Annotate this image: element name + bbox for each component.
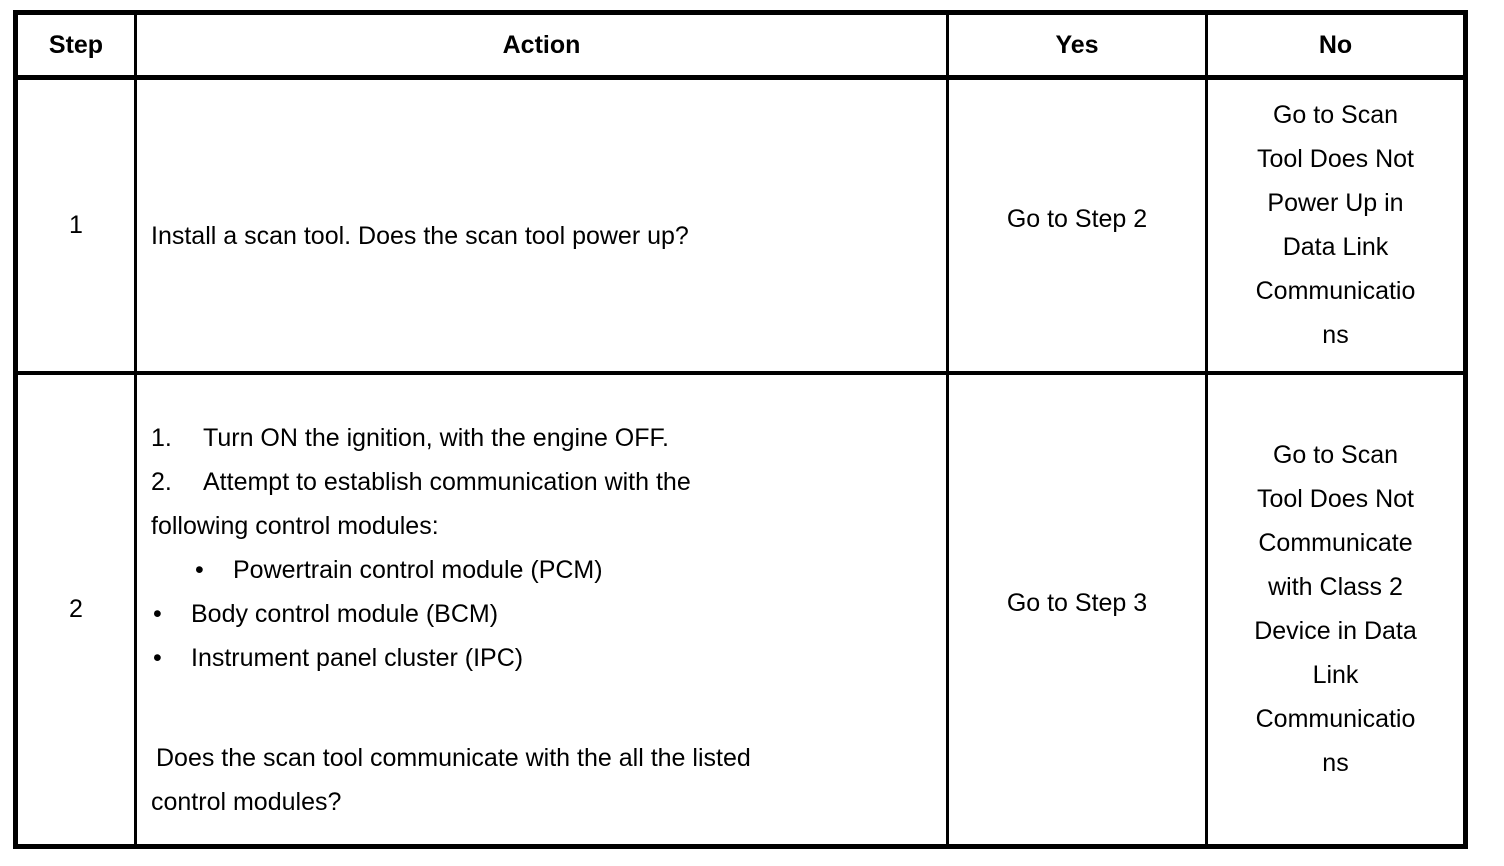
action-question-line: control modules?	[151, 788, 342, 817]
no-result-line: Go to Scan	[1272, 441, 1399, 470]
no-result-line: with Class 2	[1268, 573, 1403, 602]
list-item-text: Body control module (BCM)	[191, 600, 499, 629]
list-item-number: 2.	[151, 468, 172, 497]
yes-result-cell: Go to Step 3	[946, 371, 1208, 848]
step-number-cell: 2	[14, 371, 137, 848]
column-header-action: Action	[134, 11, 949, 80]
yes-result-text: Go to Step 3	[1006, 589, 1148, 618]
no-result-cell: Go to Scan Tool Does Not Communicate wit…	[1205, 371, 1467, 848]
action-spacer	[151, 680, 932, 736]
step-number-cell: 1	[14, 76, 137, 375]
no-result-line: Data Link	[1282, 233, 1389, 262]
bullet-icon: •	[195, 556, 204, 585]
table-row: 1 Install a scan tool. Does the scan too…	[14, 76, 1467, 375]
no-result-line: Tool Does Not	[1256, 485, 1415, 514]
list-item-number: 1.	[151, 424, 172, 453]
action-cell: 1. Turn ON the ignition, with the engine…	[134, 371, 949, 848]
no-result-cell: Go to Scan Tool Does Not Power Up in Dat…	[1205, 76, 1467, 375]
column-header-yes: Yes	[946, 11, 1208, 80]
list-item: 2. Attempt to establish communication wi…	[151, 460, 932, 504]
no-result-line: ns	[1322, 749, 1349, 778]
action-question-line: Does the scan tool communicate with the …	[156, 744, 751, 773]
column-header-step: Step	[14, 11, 137, 80]
yes-result-text: Go to Step 2	[1006, 205, 1148, 234]
no-result-line: Communicate	[1258, 529, 1413, 558]
bullet-icon: •	[153, 644, 162, 673]
no-result-line: Link	[1312, 661, 1359, 690]
list-item-text: Instrument panel cluster (IPC)	[191, 644, 524, 673]
no-result-line: Communicatio	[1255, 705, 1416, 734]
list-item: 1. Turn ON the ignition, with the engine…	[151, 416, 932, 460]
list-item-text: Attempt to establish communication with …	[203, 468, 691, 497]
diagnostic-procedure-table: Step Action Yes No 1 Install a scan tool…	[13, 10, 1468, 849]
action-continuation-text: following control modules:	[151, 512, 439, 541]
action-bullet-list: • Powertrain control module (PCM) • Body…	[151, 548, 932, 680]
list-item-text: Turn ON the ignition, with the engine OF…	[203, 424, 669, 453]
list-item-text: Powertrain control module (PCM)	[233, 556, 603, 585]
no-result-line: ns	[1322, 321, 1349, 350]
table-row: 2 1. Turn ON the ignition, with the engi…	[14, 371, 1467, 848]
yes-result-cell: Go to Step 2	[946, 76, 1208, 375]
bullet-icon: •	[153, 600, 162, 629]
no-result-line: Device in Data	[1254, 617, 1417, 646]
action-numbered-list: 1. Turn ON the ignition, with the engine…	[151, 416, 932, 504]
table-header-row: Step Action Yes No	[14, 11, 1467, 80]
no-result-line: Go to Scan	[1272, 101, 1399, 130]
action-cell: Install a scan tool. Does the scan tool …	[134, 76, 949, 375]
no-result-line: Tool Does Not	[1256, 145, 1415, 174]
diagnostic-procedure-table-container: Step Action Yes No 1 Install a scan tool…	[13, 10, 1468, 849]
no-result-line: Power Up in	[1267, 189, 1404, 218]
column-header-no: No	[1205, 11, 1467, 80]
action-intro-text: Install a scan tool. Does the scan tool …	[151, 222, 689, 251]
no-result-line: Communicatio	[1255, 277, 1416, 306]
list-item: • Body control module (BCM)	[151, 592, 932, 636]
list-item: • Powertrain control module (PCM)	[151, 548, 932, 592]
list-item: • Instrument panel cluster (IPC)	[151, 636, 932, 680]
